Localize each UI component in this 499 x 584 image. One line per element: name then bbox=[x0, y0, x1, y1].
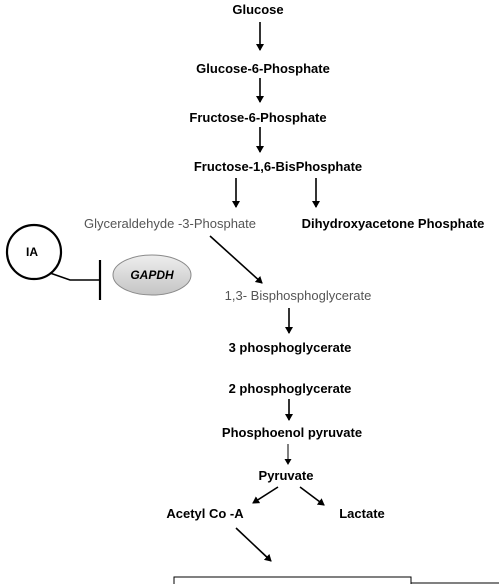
bisphosphoglycerate-label: 1,3- Bisphosphoglycerate bbox=[225, 288, 372, 303]
phosphoenolpyruvate-label: Phosphoenol pyruvate bbox=[222, 425, 362, 440]
fructose-6-phosphate-label: Fructose-6-Phosphate bbox=[189, 110, 326, 125]
2-phosphoglycerate-label: 2 phosphoglycerate bbox=[229, 381, 352, 396]
pyruvate-label: Pyruvate bbox=[259, 468, 314, 483]
inhibition-line bbox=[49, 272, 100, 281]
lactate-label: Lactate bbox=[339, 506, 385, 521]
arrow-pyruvate-to-lactate bbox=[299, 486, 325, 506]
3-phosphoglycerate-label: 3 phosphoglycerate bbox=[229, 340, 352, 355]
gapdh-enzyme-label: GAPDH bbox=[130, 268, 174, 282]
bottom-box-partial bbox=[173, 576, 412, 584]
acetyl-coa-label: Acetyl Co -A bbox=[166, 506, 244, 521]
arrow-acetyl-coa-out bbox=[235, 527, 272, 562]
arrow-pyruvate-to-acetyl-coa bbox=[252, 486, 279, 504]
dihydroxyacetone-phosphate-label: Dihydroxyacetone Phosphate bbox=[302, 216, 485, 231]
gapdh-enzyme-ellipse bbox=[112, 254, 192, 296]
glucose-label: Glucose bbox=[232, 2, 283, 17]
glyceraldehyde-3-phosphate-label: Glyceraldehyde -3-Phosphate bbox=[84, 216, 256, 231]
inhibitor-label: IA bbox=[26, 245, 38, 259]
fructose-1-6-bisphosphate-label: Fructose-1,6-BisPhosphate bbox=[194, 159, 362, 174]
glucose-6-phosphate-label: Glucose-6-Phosphate bbox=[196, 61, 330, 76]
arrow-g3p-to-bpg bbox=[209, 235, 263, 284]
inhibitor-circle bbox=[5, 223, 63, 281]
